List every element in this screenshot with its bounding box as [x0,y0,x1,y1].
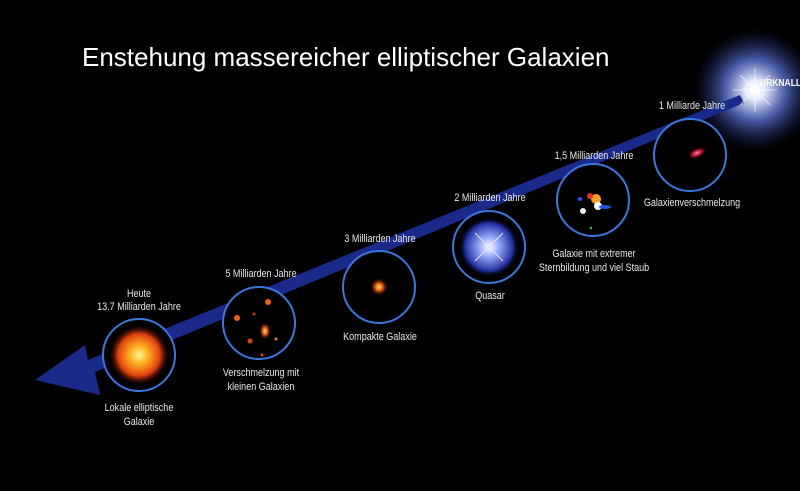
stage-time: 2 Milliarden Jahre [454,192,526,204]
galaxy-today [102,318,176,392]
quasar [452,210,526,284]
galaxy-early-merger [653,118,727,192]
stage-time: 1,5 Milliarden Jahre [554,150,634,162]
stage-description: Galaxie mit extremer [552,248,636,260]
stage-description: Verschmelzung mit [222,367,300,379]
stage-time: 13.7 Milliarden Jahre [97,301,181,313]
big-bang-label: URKNALL [760,78,800,89]
stage-description: Lokale elliptische [104,402,174,414]
stage-description: Quasar [475,290,505,302]
stage-description: Galaxienverschmelzung [643,197,741,209]
stage-description: kleinen Galaxien [227,381,295,393]
stage-time: 3 Milliarden Jahre [344,233,416,245]
galaxy-starburst [556,163,630,237]
stage-description: Sternbildung und viel Staub [538,262,650,274]
galaxy-merger-small [222,286,296,360]
time-arrow [35,95,744,395]
page-title: Enstehung massereicher elliptischer Gala… [82,42,610,72]
stage-time: 1 Milliarde Jahre [658,100,726,112]
stage-time: 5 Milliarden Jahre [225,268,297,280]
stage-description: Galaxie [123,416,155,428]
galaxy-compact [342,250,416,324]
stage-description: Kompakte Galaxie [343,331,417,343]
stage-time: Heute [126,288,152,300]
